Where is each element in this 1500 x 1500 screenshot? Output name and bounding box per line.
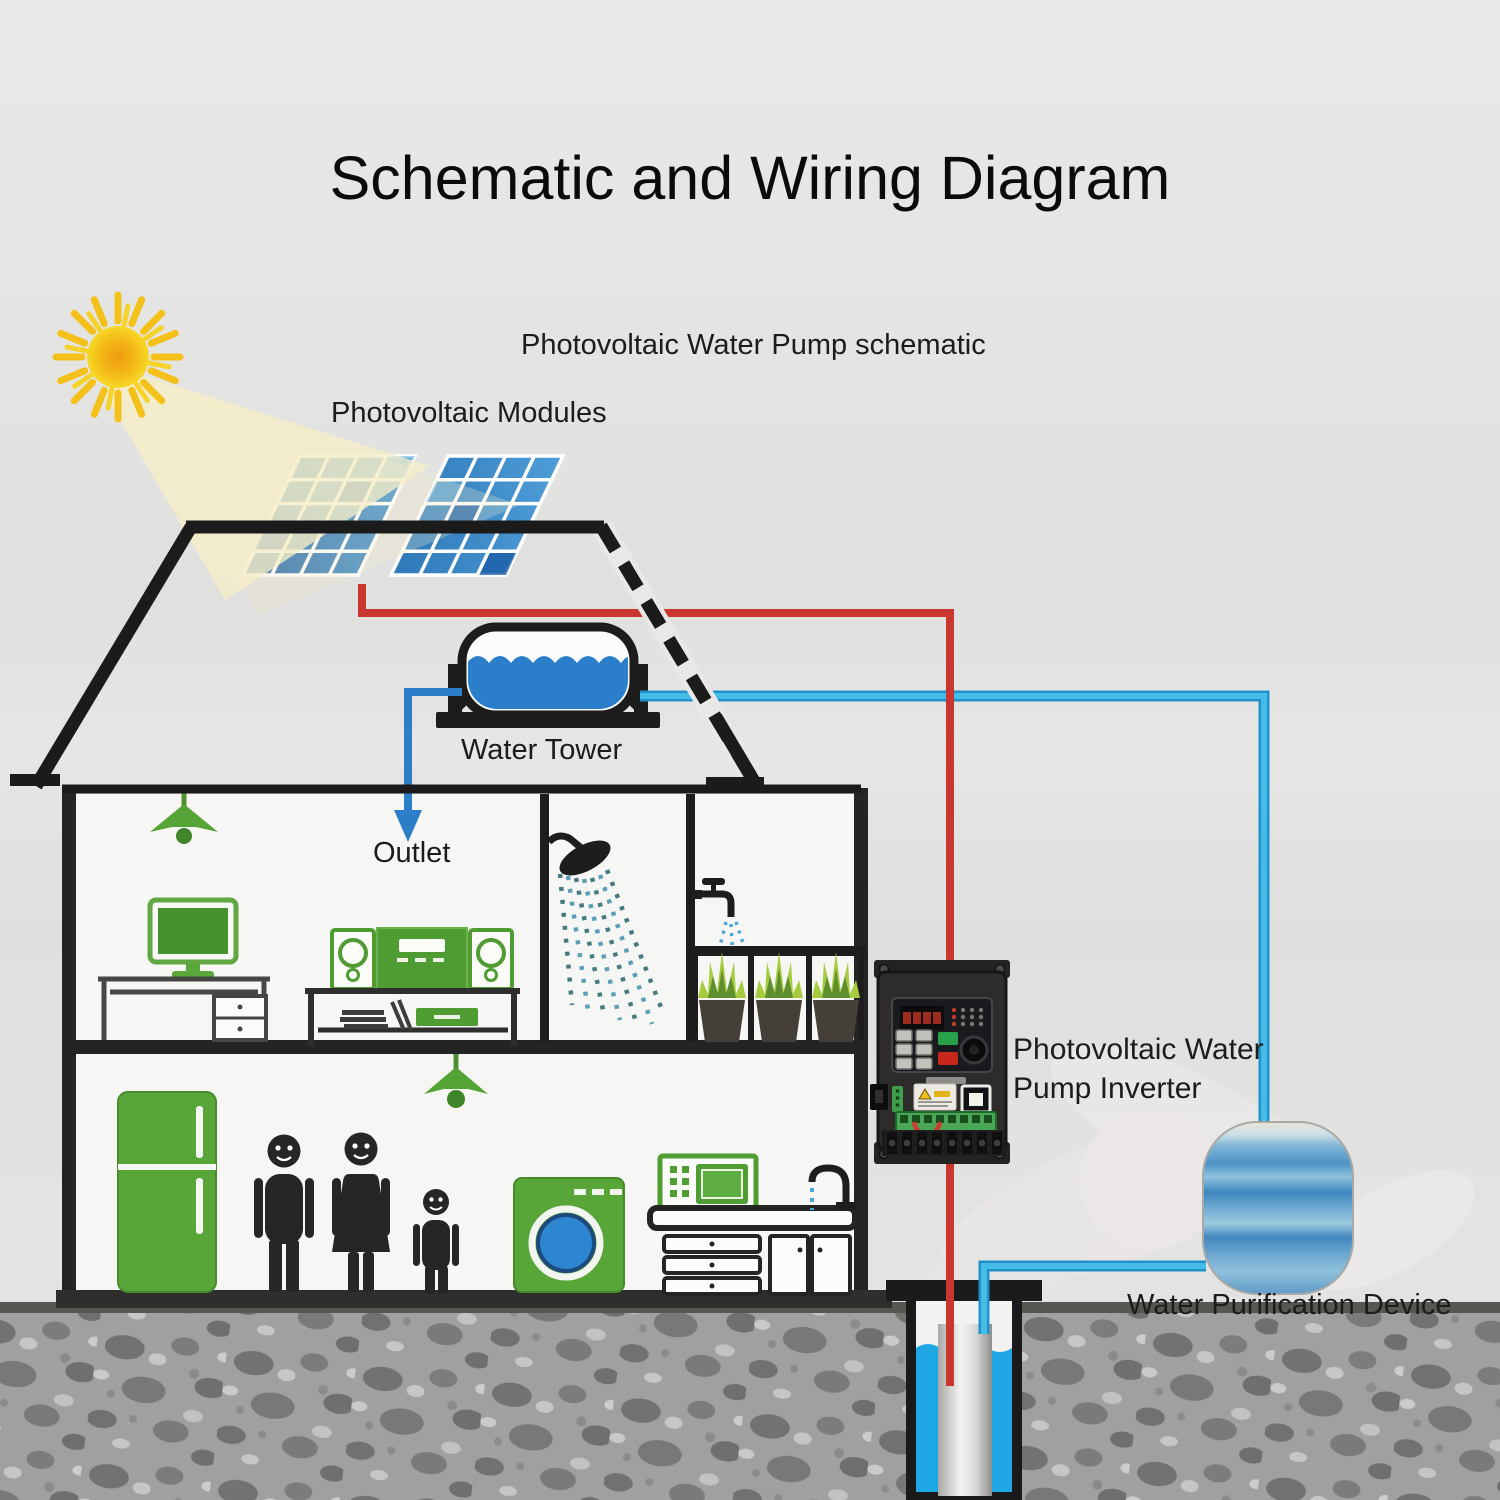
stereo-icon [305,927,520,1046]
water-tower-label: Water Tower [461,734,623,766]
water-purification-device [1202,1121,1354,1295]
bathroom-wall-left [540,794,549,1042]
tank-water [468,656,628,709]
run-button[interactable] [938,1032,958,1045]
outlet-pipe [394,688,462,842]
roof-right-slope-dashed [595,522,764,792]
shower-icon [546,832,667,1025]
sun-icon [52,291,184,423]
microwave-icon [657,1153,759,1215]
roof [10,520,861,794]
ceiling-lamp2-icon [424,1054,488,1108]
pump-inverter-device [870,960,1010,1164]
child-figure [413,1189,459,1294]
family-figures [254,1132,459,1294]
warning-sticker [913,1083,957,1111]
roof-left-slope [30,523,197,790]
desk-computer-icon [98,897,270,1042]
light-beam [100,370,520,615]
schematic-caption: Photovoltaic Water Pump schematic [521,329,986,361]
water-tower [436,622,660,728]
model-text-bar [926,1077,966,1084]
ceiling-lamp-icon [150,793,218,844]
tv-stand [305,988,520,1046]
kitchen-faucet-icon [808,1164,856,1210]
man-figure [254,1134,314,1292]
stop-button[interactable] [938,1052,958,1065]
screw-terminals [885,1130,1004,1156]
pipe-well-to-purifier [978,1260,1206,1334]
inverter-label-line2: Pump Inverter [1013,1072,1202,1105]
well-with-pump [906,1290,1022,1500]
woman-figure [332,1132,390,1292]
keypad-buttons[interactable] [895,1029,933,1070]
kitchen-counter [647,1164,858,1296]
water-purification-label: Water Purification Device [1127,1289,1452,1321]
washing-machine-icon [513,1177,625,1293]
potted-plants [690,946,866,1042]
shower-spray [557,869,667,1025]
indicator-leds [951,1007,984,1027]
plant [698,952,746,1042]
well-collar [886,1280,1042,1301]
outlet-label: Outlet [373,837,451,869]
house-mid-floor [62,1040,868,1054]
refrigerator-icon [117,1091,217,1293]
photovoltaic-modules-label: Photovoltaic Modules [331,397,607,429]
inverter-label: Photovoltaic Water Pump Inverter [1013,1030,1264,1108]
inverter-label-line1: Photovoltaic Water [1013,1033,1264,1066]
terminal-strip [895,1111,997,1133]
pipe-tower-to-purifier [640,690,1270,1126]
ground [0,1302,1500,1500]
outlet-arrow [394,810,422,842]
page-title: Schematic and Wiring Diagram [329,144,1171,212]
bathroom-wall-right [686,794,695,1042]
